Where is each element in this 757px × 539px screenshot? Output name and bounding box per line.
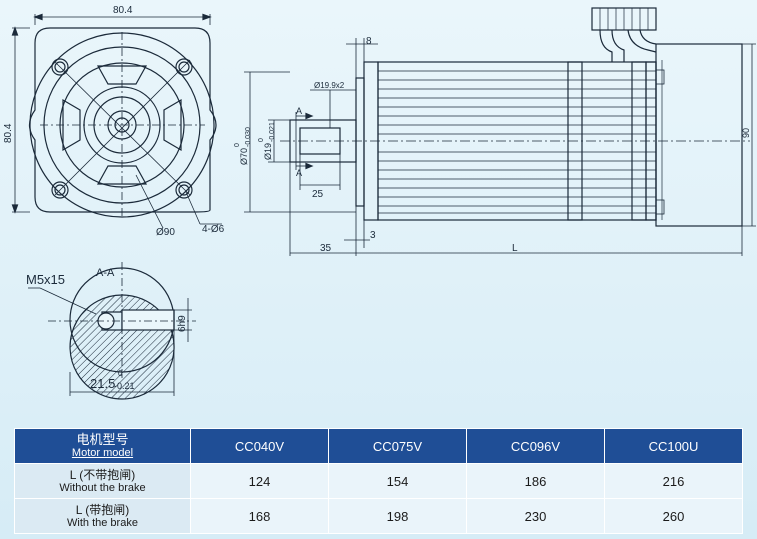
table-row: L (不带抱闸) Without the brake 124 154 186 2… bbox=[14, 463, 743, 499]
front-view bbox=[11, 13, 222, 229]
section-title: A-A bbox=[96, 267, 115, 279]
model-col-3: CC096V bbox=[466, 428, 605, 464]
flange-dia-group: Ø70 0 -0.030 bbox=[234, 127, 252, 165]
flange-tol-bottom: -0.030 bbox=[245, 127, 252, 147]
row-label-cn: L (带抱闸) bbox=[75, 502, 130, 517]
offset-8-label: 8 bbox=[366, 36, 372, 47]
height-90-label: 90 bbox=[741, 128, 751, 138]
thread-label: M5x15 bbox=[26, 272, 65, 287]
table-cell: 198 bbox=[328, 498, 467, 534]
table-cell: 230 bbox=[466, 498, 605, 534]
row-label-with-brake: L (带抱闸) With the brake bbox=[14, 498, 191, 534]
row-label-without-brake: L (不带抱闸) Without the brake bbox=[14, 463, 191, 499]
shaft-tol-top: 0 bbox=[258, 138, 265, 142]
model-cn-label: 电机型号 bbox=[76, 431, 129, 447]
front-width-label: 80.4 bbox=[113, 5, 133, 16]
motor-model-header: 电机型号 Motor model bbox=[14, 428, 191, 464]
table-cell: 260 bbox=[604, 498, 743, 534]
depth-label: 21.5 bbox=[90, 376, 115, 391]
front-height-label: 80.4 bbox=[3, 123, 14, 143]
flange-tol-top: 0 bbox=[234, 143, 241, 147]
shaft-length-label: 35 bbox=[320, 243, 332, 254]
table-cell: 168 bbox=[190, 498, 329, 534]
key-label: Ø19.9x2 bbox=[314, 81, 345, 90]
row-label-en: With the brake bbox=[67, 516, 138, 529]
section-a-bottom: A bbox=[296, 168, 302, 178]
diameter-label: Ø90 bbox=[156, 227, 175, 238]
shaft-dia-label: Ø19 bbox=[263, 143, 273, 160]
shaft-dia-group: Ø19 0 -0.021 bbox=[258, 122, 276, 160]
key-length-label: 25 bbox=[312, 189, 324, 200]
shaft-tol-bottom: -0.021 bbox=[269, 122, 276, 142]
model-col-4: CC100U bbox=[604, 428, 743, 464]
table-header-row: 电机型号 Motor model CC040V CC075V CC096V CC… bbox=[14, 428, 743, 464]
depth-tol-bottom: -0.21 bbox=[114, 381, 135, 391]
body-length-label: L bbox=[512, 243, 518, 254]
model-col-1: CC040V bbox=[190, 428, 329, 464]
flange-step-label: 3 bbox=[370, 230, 376, 241]
table-cell: 124 bbox=[190, 463, 329, 499]
key-width-label: 6h9 bbox=[177, 315, 188, 332]
holes-label: 4-Ø6 bbox=[202, 224, 225, 235]
table-cell: 186 bbox=[466, 463, 605, 499]
depth-tol-top: 0 bbox=[118, 369, 123, 378]
technical-drawing: 80.4 80.4 Ø90 4-Ø6 bbox=[3, 5, 756, 400]
flange-dia-label: Ø70 bbox=[239, 148, 249, 165]
model-col-2: CC075V bbox=[328, 428, 467, 464]
table-row: L (带抱闸) With the brake 168 198 230 260 bbox=[14, 498, 743, 534]
table-cell: 154 bbox=[328, 463, 467, 499]
section-view bbox=[28, 262, 196, 400]
table-cell: 216 bbox=[604, 463, 743, 499]
section-a-top: A bbox=[296, 106, 302, 116]
side-view bbox=[244, 7, 756, 256]
row-label-cn: L (不带抱闸) bbox=[69, 467, 136, 482]
row-label-en: Without the brake bbox=[59, 481, 146, 494]
model-en-label: Motor model bbox=[71, 446, 134, 459]
motor-spec-table: 电机型号 Motor model CC040V CC075V CC096V CC… bbox=[14, 428, 743, 534]
